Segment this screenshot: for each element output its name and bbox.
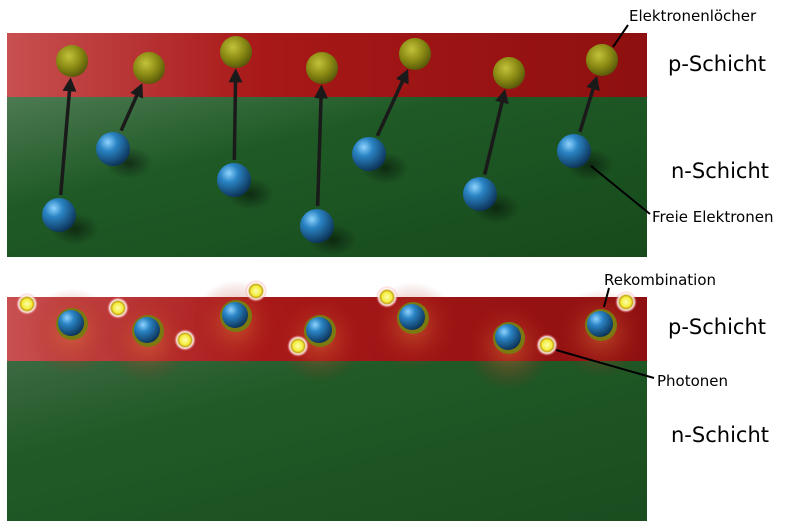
drift-arrow: [314, 84, 329, 207]
hole-icon: [586, 44, 618, 76]
top-n-layer-label: n-Schicht: [671, 159, 769, 183]
drift-arrow: [375, 68, 409, 137]
drift-arrow: [578, 75, 600, 133]
bottom-panel: [7, 280, 647, 521]
photons-label: Photonen: [657, 372, 728, 390]
hole-icon: [56, 45, 88, 77]
hole-icon: [220, 36, 252, 68]
photons-leader-line: [555, 349, 655, 379]
photon-icon: [174, 329, 196, 351]
photons-group: [16, 280, 637, 357]
photon-icon: [376, 286, 398, 308]
photon-icon: [16, 293, 38, 315]
electron-icon: [96, 132, 130, 166]
electrons-leader-line: [590, 165, 651, 215]
photon-icon: [536, 334, 558, 356]
drift-arrow: [119, 82, 144, 132]
hole-icon: [493, 57, 525, 89]
hole-icon: [399, 38, 431, 70]
photon-icon: [245, 280, 267, 302]
drift-arrow: [228, 68, 243, 161]
recombination-leader-line: [603, 287, 610, 308]
holes-leader-line: [612, 24, 629, 48]
photon-icon: [287, 335, 309, 357]
recombined-pairs-group: [56, 300, 617, 354]
bottom-n-layer: [7, 361, 647, 521]
electron-icon: [42, 198, 76, 232]
bottom-n-layer-label: n-Schicht: [671, 423, 769, 447]
top-panel: [7, 33, 647, 257]
hole-icon: [133, 52, 165, 84]
drift-arrow: [482, 88, 509, 175]
electron-icon: [557, 134, 591, 168]
electron-icon: [300, 209, 334, 243]
top-p-layer-label: p-Schicht: [668, 52, 766, 76]
electron-icon: [222, 302, 248, 328]
photon-icon: [107, 297, 129, 319]
photon-icon: [615, 291, 637, 313]
electron-icon: [58, 310, 84, 336]
electrons-group: [42, 132, 591, 243]
bottom-p-layer-label: p-Schicht: [668, 315, 766, 339]
holes-group: [56, 36, 618, 89]
free-electrons-label: Freie Elektronen: [652, 208, 773, 226]
electron-icon: [306, 317, 332, 343]
arrows-group: [58, 68, 600, 207]
electron-icon: [495, 324, 521, 350]
electron-icon: [587, 311, 613, 337]
holes-label: Elektronenlöcher: [629, 7, 757, 25]
drift-arrow: [58, 77, 77, 196]
electron-icon: [352, 137, 386, 171]
electron-icon: [399, 304, 425, 330]
electron-icon: [217, 163, 251, 197]
hole-icon: [306, 52, 338, 84]
electron-icon: [134, 317, 160, 343]
electron-icon: [463, 177, 497, 211]
recombination-label: Rekombination: [604, 271, 716, 289]
